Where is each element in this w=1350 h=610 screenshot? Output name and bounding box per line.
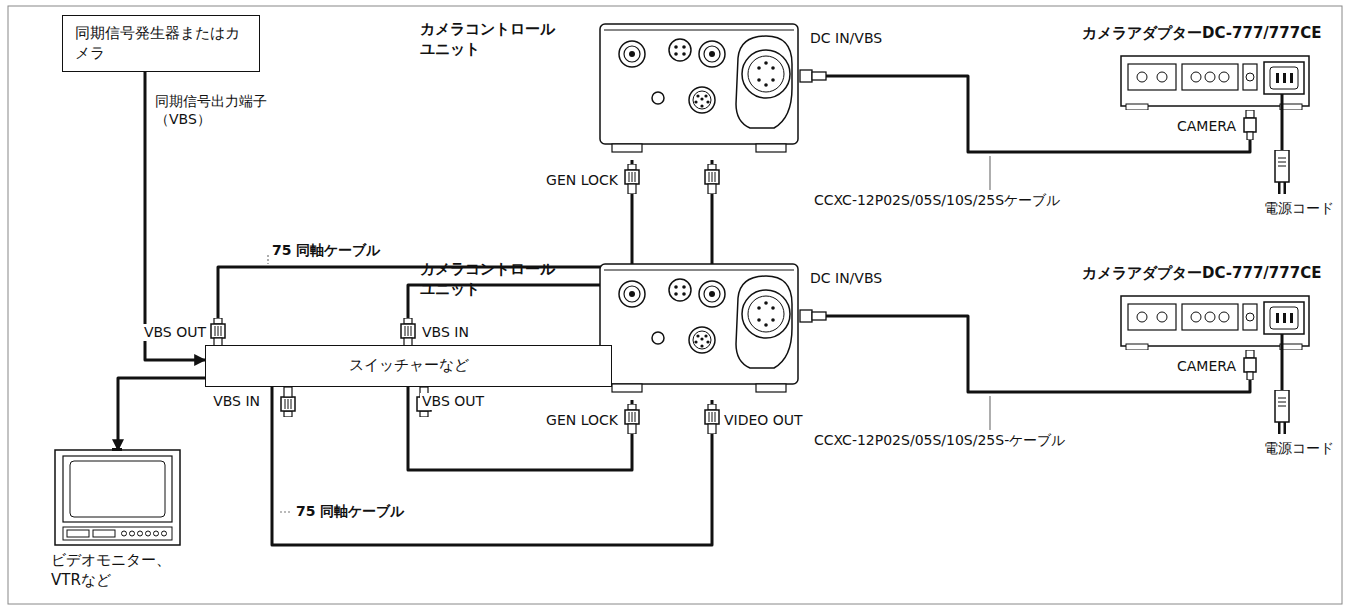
port-label: GEN LOCK: [544, 412, 620, 429]
port-label: GEN LOCK: [544, 172, 620, 189]
cable-connector: [118, 378, 205, 450]
power-cord: [1282, 94, 1283, 390]
port-label: VBS OUT: [142, 324, 208, 341]
cable-connector: [272, 387, 712, 545]
camera-adapter: カメラアダプターDC-777/777CE: [1120, 292, 1312, 350]
switcher-box: スイッチャーなど: [205, 345, 612, 387]
port-label: 電源コード: [1262, 440, 1336, 457]
node-text: 同期信号発生器またはカメラ: [75, 24, 247, 63]
cable-connector: [218, 160, 632, 345]
bnc-plug: [705, 404, 719, 434]
camera-plug: [1244, 350, 1256, 380]
cable-connector: [408, 387, 632, 470]
camera-adapter: カメラアダプターDC-777/777CE: [1120, 52, 1312, 110]
edge-label: 75 同軸ケーブル: [294, 502, 406, 520]
camera-plug: [1244, 110, 1256, 140]
port-label: DC IN/VBS: [808, 30, 884, 47]
port-label: VIDEO OUT: [722, 412, 805, 429]
video-monitor: ビデオモニター、VTRなど: [55, 450, 180, 545]
bnc-plug: [281, 387, 295, 417]
ccu-drawing: [600, 24, 798, 152]
node-text: スイッチャーなど: [349, 356, 469, 376]
port-label: VBS OUT: [420, 393, 486, 410]
node-text: カメラアダプターDC-777/777CE: [1082, 264, 1321, 284]
bnc-plug: [211, 318, 225, 348]
port-label: DC IN/VBS: [808, 270, 884, 287]
bnc-plug: [625, 404, 639, 434]
port-label: CAMERA: [1175, 118, 1238, 135]
power-plug: [1275, 390, 1289, 434]
port-label: VBS IN: [211, 393, 262, 410]
ccu-unit: カメラコントロール ユニット: [598, 258, 800, 400]
source-box: 同期信号発生器またはカメラ: [62, 15, 260, 72]
edge-label: CCXC-12P02S/05S/10S/25Sケーブル: [812, 191, 1062, 209]
node-text: カメラコントロール ユニット: [420, 20, 562, 59]
bnc-plug: [625, 164, 639, 194]
node-text: カメラコントロール ユニット: [420, 260, 562, 299]
power-plug: [1275, 150, 1289, 194]
ccu-unit: カメラコントロール ユニット: [598, 18, 800, 160]
edge-label: 75 同軸ケーブル: [270, 241, 382, 259]
node-text: カメラアダプターDC-777/777CE: [1082, 24, 1321, 44]
frame: [8, 6, 1342, 604]
monitor-drawing: [55, 448, 180, 545]
edge-label: CCXC-12P02S/05S/10S/25S-ケーブル: [812, 431, 1067, 449]
port-label: 電源コード: [1262, 200, 1336, 217]
ccu-drawing: [600, 264, 798, 392]
bnc-plug: [401, 318, 415, 348]
bnc-plug: [705, 164, 719, 194]
leader-line: [268, 156, 990, 512]
edge-label: 同期信号出力端子（VBS）: [153, 92, 285, 128]
node-text: ビデオモニター、VTRなど: [51, 551, 179, 590]
port-label: CAMERA: [1175, 358, 1238, 375]
port-label: VBS IN: [420, 324, 471, 341]
